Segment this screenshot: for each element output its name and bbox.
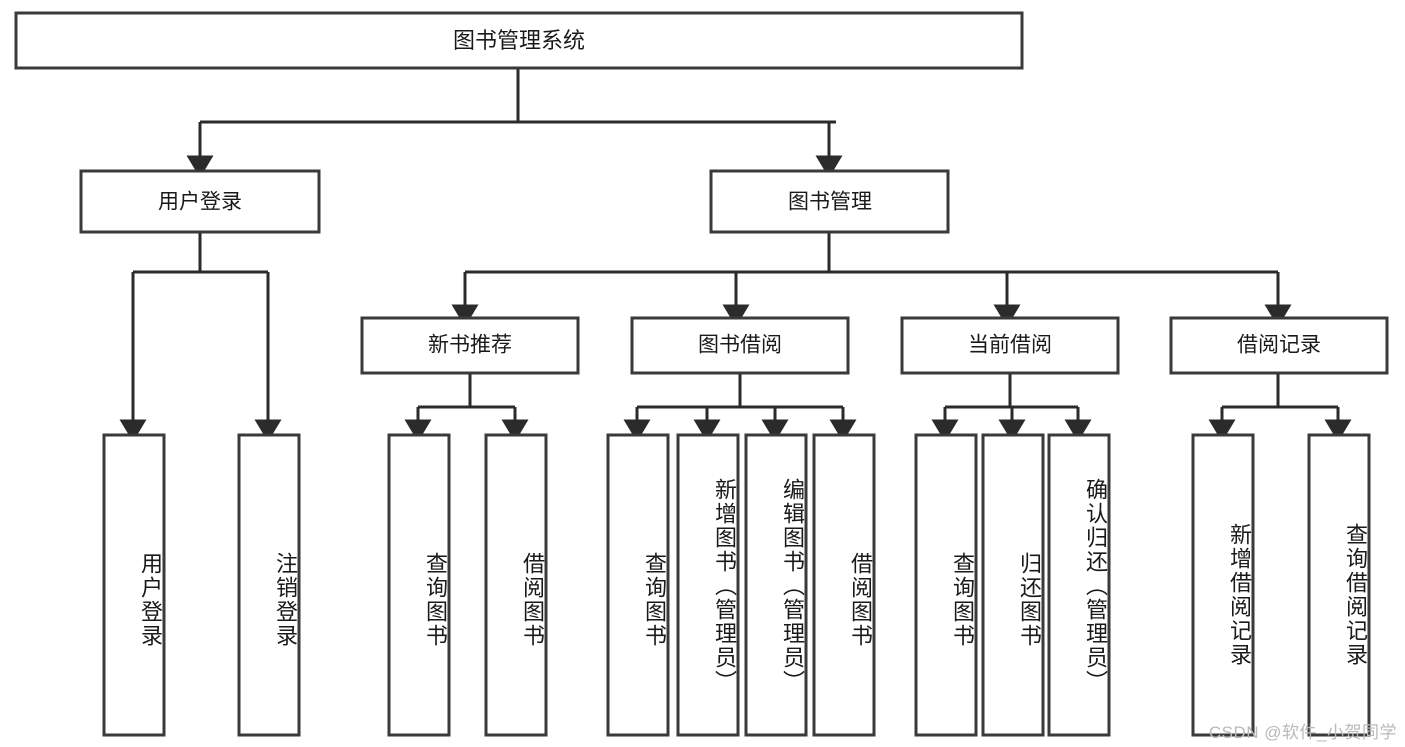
connectors-newbook-to-leaves [404,373,529,442]
node-new-book-recommend-box[interactable] [360,316,580,375]
leaf-boxes-new-book [387,433,548,737]
node-new-book-recommend-label: 新书推荐 [428,334,512,357]
connectors-bookmgmt-to-level3 [451,232,1292,327]
leaf-boxes-book-borrow [606,433,876,737]
leaf-boxes-borrow-record [1191,433,1371,737]
leaf-box-book-borrow-4[interactable] [812,433,876,737]
leaf-box-borrow-record-1[interactable] [1191,433,1255,737]
node-root-box[interactable] [14,11,1024,70]
leaf-box-user-login-1[interactable] [102,433,166,737]
node-root[interactable]: 图书管理系统 [14,11,1024,70]
node-book-management[interactable]: 图书管理 [709,169,950,234]
node-user-login[interactable]: 用户登录 [79,169,321,234]
leaf-box-borrow-record-2[interactable] [1307,433,1371,737]
connectors-userlogin-to-leaves [119,232,282,442]
connectors-root-to-level2 [186,68,843,178]
connectors-bookborrow-to-leaves [623,373,857,442]
node-root-label: 图书管理系统 [453,28,585,53]
connectors-currentborrow-to-leaves [931,373,1092,442]
leaf-box-book-borrow-1[interactable] [606,433,670,737]
node-user-login-label: 用户登录 [158,191,242,214]
node-book-borrow-label: 图书借阅 [698,334,782,357]
leaf-box-current-borrow-3[interactable] [1047,433,1111,737]
csdn-watermark: CSDN @软件_小贺同学 [1208,723,1397,742]
node-borrow-record[interactable]: 借阅记录 [1169,316,1389,375]
leaf-box-new-book-1[interactable] [387,433,451,737]
node-borrow-record-label: 借阅记录 [1237,334,1321,357]
node-current-borrow[interactable]: 当前借阅 [900,316,1120,375]
leaf-box-user-login-2[interactable] [237,433,301,737]
node-new-book-recommend[interactable]: 新书推荐 [360,316,580,375]
node-user-login-box[interactable] [79,169,321,234]
node-book-management-box[interactable] [709,169,950,234]
node-current-borrow-box[interactable] [900,316,1120,375]
node-book-borrow-box[interactable] [630,316,850,375]
node-borrow-record-box[interactable] [1169,316,1389,375]
connectors-borrowrecord-to-leaves [1208,373,1352,442]
leaf-boxes-user-login [102,433,301,737]
leaf-box-new-book-2[interactable] [484,433,548,737]
leaf-box-current-borrow-2[interactable] [981,433,1045,737]
leaf-boxes-current-borrow [914,433,1111,737]
leaf-box-book-borrow-3[interactable] [744,433,808,737]
node-current-borrow-label: 当前借阅 [968,334,1052,357]
node-book-borrow[interactable]: 图书借阅 [630,316,850,375]
node-book-management-label: 图书管理 [788,191,872,214]
leaf-box-current-borrow-1[interactable] [914,433,978,737]
leaf-box-book-borrow-2[interactable] [676,433,740,737]
